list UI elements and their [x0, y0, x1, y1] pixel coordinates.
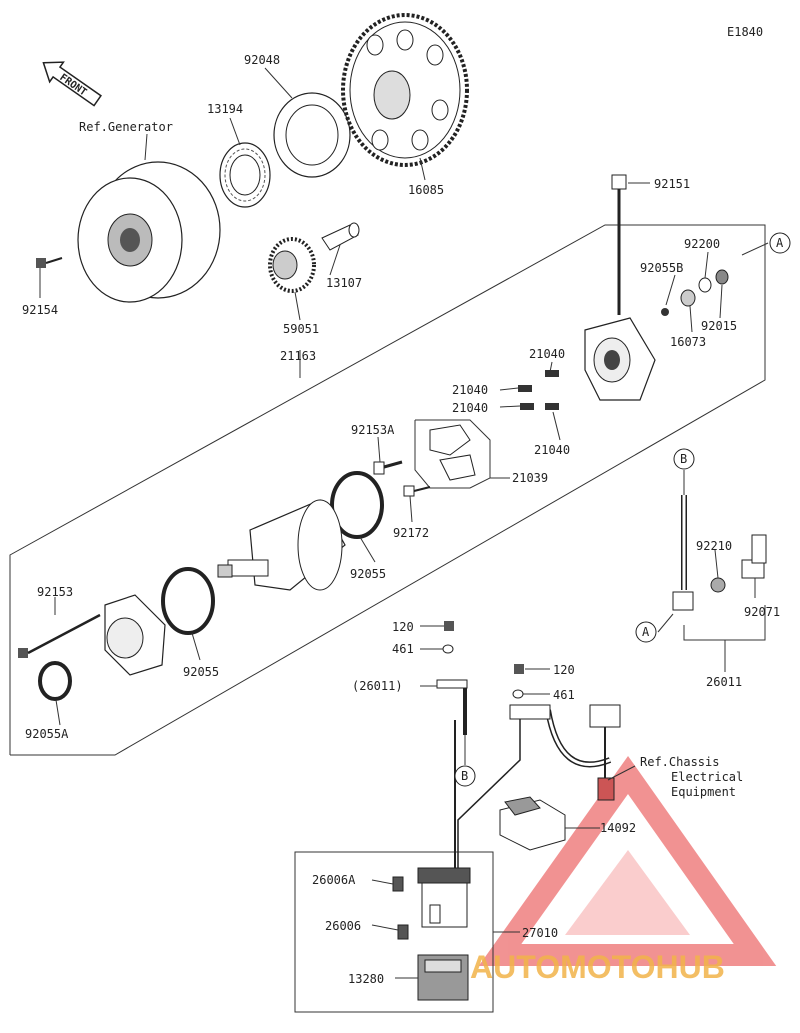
label-21040-b: 21040: [452, 383, 488, 397]
label-120-lower: 120: [553, 663, 575, 677]
svg-text:A: A: [776, 236, 784, 250]
diagram-code: E1840: [727, 25, 763, 39]
oring-92055B: [661, 308, 669, 316]
nut-92210: [710, 577, 726, 593]
label-21040-a: 21040: [529, 347, 565, 361]
relay-cover-14092: [499, 796, 566, 851]
label-92153A: 92153A: [351, 423, 395, 437]
label-461-lower: 461: [553, 688, 575, 702]
chassis-connector: [589, 704, 621, 801]
washer-461-upper: [442, 644, 454, 654]
label-26006A: 26006A: [312, 873, 356, 887]
front-arrow-icon: FRONT: [42, 61, 102, 107]
shaft-13107: [321, 222, 360, 251]
svg-text:B: B: [680, 452, 687, 466]
washer-461-lower: [512, 689, 524, 699]
starter-relay-27010: [417, 867, 471, 928]
bolt-120-upper: [444, 621, 454, 631]
label-16073: 16073: [670, 335, 706, 349]
label-26006: 26006: [325, 919, 361, 933]
label-16085: 16085: [408, 183, 444, 197]
bolt-92153A: [373, 460, 403, 475]
assembly-outline-21163: [9, 224, 766, 756]
idle-gear-59051: [268, 237, 316, 293]
bolt-92154: [36, 257, 63, 268]
label-92210: 92210: [696, 539, 732, 553]
svg-text:A: A: [642, 625, 650, 639]
fuse-26006: [397, 924, 409, 940]
label-92200: 92200: [684, 237, 720, 251]
label-21163: 21163: [280, 349, 316, 363]
label-26011: 26011: [706, 675, 742, 689]
bearing-92048: [273, 92, 351, 178]
watermark-text: AUTOMOTOHUB: [470, 949, 725, 985]
marker-B-lower: B: [454, 735, 476, 787]
bolt-120-lower: [514, 664, 524, 674]
leader-lines: [39, 67, 756, 979]
label-21040-d: 21040: [534, 443, 570, 457]
starter-clutch-13194: [219, 142, 271, 208]
cap-92071: [741, 534, 767, 579]
nut-16073: [680, 289, 696, 307]
label-92055B: 92055B: [640, 261, 683, 275]
starter-motor-yoke: [217, 499, 346, 591]
brush-holder-outline: [414, 419, 491, 489]
label-92015: 92015: [701, 319, 737, 333]
label-26011-paren: (26011): [352, 679, 403, 693]
oring-92055-upper: [330, 471, 384, 539]
springs-21040: [518, 370, 559, 410]
label-21039: 21039: [512, 471, 548, 485]
starter-front-cover: [104, 594, 166, 676]
watermark-logo: [478, 755, 777, 966]
svg-text:B: B: [461, 769, 468, 783]
label-92153: 92153: [37, 585, 73, 599]
label-92055-upper: 92055: [350, 567, 386, 581]
oring-92055A: [38, 661, 72, 701]
label-92071: 92071: [744, 605, 780, 619]
washer-92200: [698, 277, 712, 293]
label-59051: 59051: [283, 322, 319, 336]
screw-92172: [403, 485, 431, 497]
label-92151: 92151: [654, 177, 690, 191]
label-92154: 92154: [22, 303, 58, 317]
brush-holder-21039: [429, 424, 476, 481]
oring-92055-lower: [161, 567, 215, 635]
label-21040-c: 21040: [452, 401, 488, 415]
starter-cable-26011: [672, 495, 694, 611]
starter-gear-16085: [341, 13, 469, 167]
marker-A-upper: A: [741, 232, 791, 256]
fuse-26006A: [392, 876, 404, 892]
label-ref-chassis: Ref.Chassis: [640, 755, 719, 769]
label-equipment: Equipment: [671, 785, 736, 799]
label-27010: 27010: [522, 926, 558, 940]
starter-end-cover: [584, 317, 656, 401]
marker-A-lower: A: [635, 613, 674, 643]
bolt-92151: [611, 174, 627, 315]
callout-labels: Ref.Generator 92048 13194 16085 92154 13…: [22, 53, 780, 986]
relay-cable: [457, 704, 612, 870]
label-92172: 92172: [393, 526, 429, 540]
label-92048: 92048: [244, 53, 280, 67]
marker-B-upper: B: [673, 448, 695, 495]
label-electrical: Electrical: [671, 770, 743, 784]
label-92055A: 92055A: [25, 727, 69, 741]
label-14092: 14092: [600, 821, 636, 835]
label-13194: 13194: [207, 102, 243, 116]
generator-rotor: [77, 161, 221, 303]
label-461-upper: 461: [392, 642, 414, 656]
label-92055-lower: 92055: [183, 665, 219, 679]
label-13107: 13107: [326, 276, 362, 290]
label-13280: 13280: [348, 972, 384, 986]
bolt-92153: [18, 613, 101, 658]
label-120-upper: 120: [392, 620, 414, 634]
relay-case-13280: [417, 954, 469, 1001]
nut-92015: [715, 269, 729, 285]
label-ref-generator: Ref.Generator: [79, 120, 173, 134]
